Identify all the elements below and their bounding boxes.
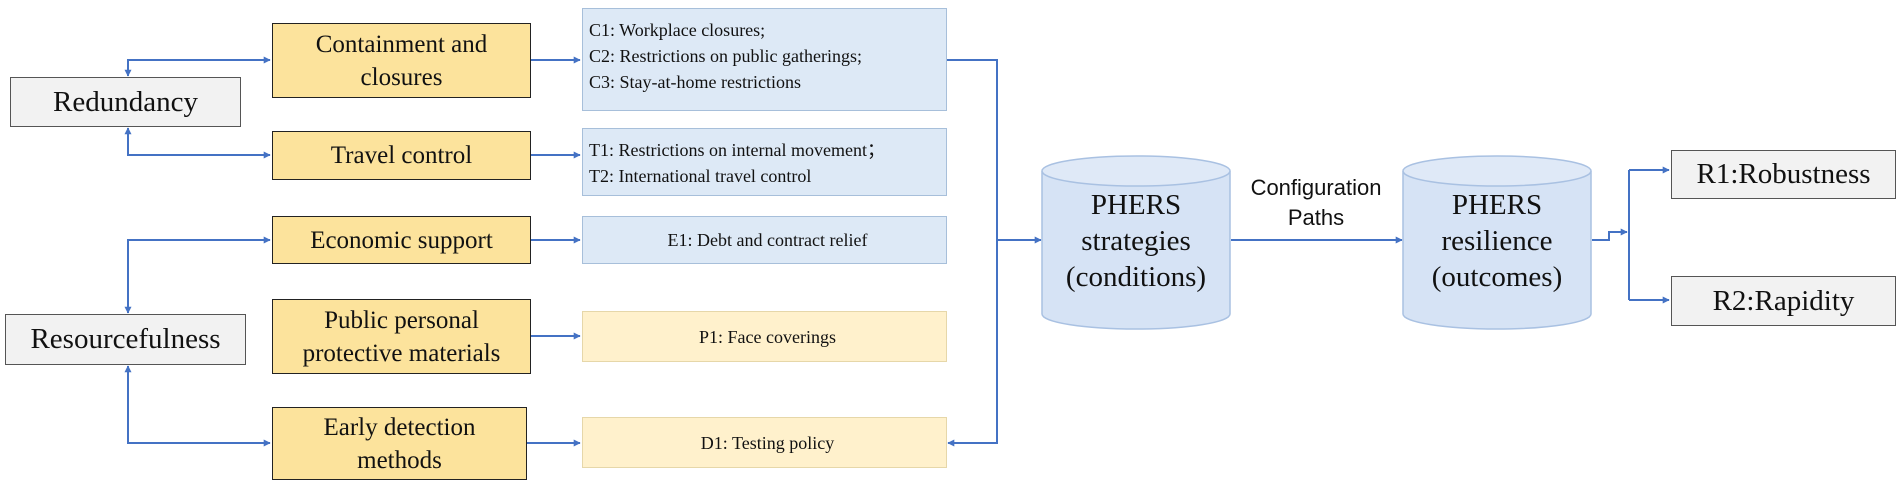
category-travel-control: Travel control bbox=[272, 131, 531, 180]
configuration-paths-line: Paths bbox=[1287, 205, 1345, 230]
configuration-paths-line: Configuration bbox=[1250, 175, 1382, 200]
strategies-label-line: PHERS bbox=[1090, 189, 1182, 221]
category-label-line: Early detection bbox=[323, 413, 476, 441]
resilience-label: PHERS resilience (outcomes) bbox=[1402, 187, 1592, 295]
category-label-line: Travel control bbox=[330, 142, 473, 169]
detail-line: T2: International travel control bbox=[589, 166, 812, 186]
strategies-label: PHERS strategies (conditions) bbox=[1041, 187, 1231, 295]
resilience-cylinder: PHERS resilience (outcomes) bbox=[1402, 155, 1592, 330]
database-cylinder-icon bbox=[1041, 155, 1231, 330]
resourcefulness-box: Resourcefulness bbox=[5, 314, 246, 365]
resilience-label-line: PHERS bbox=[1451, 189, 1543, 221]
detail-containment-indicators: C1: Workplace closures; C2: Restrictions… bbox=[582, 8, 947, 111]
outcome-rapidity-box: R2:Rapidity bbox=[1671, 276, 1896, 326]
redundancy-to-travel-connector bbox=[124, 127, 271, 159]
category-label-line: methods bbox=[357, 446, 442, 474]
detail-line: D1: Testing policy bbox=[700, 432, 835, 453]
resourcefulness-label: Resourcefulness bbox=[30, 323, 221, 355]
detail-line: C1: Workplace closures; bbox=[589, 20, 766, 40]
category-label-line: Economic support bbox=[310, 226, 493, 254]
detail-line: C3: Stay-at-home restrictions bbox=[589, 72, 801, 92]
category-label-line: Containment and bbox=[315, 30, 488, 58]
resourcefulness-to-detection-connector bbox=[124, 365, 271, 447]
category-containment-and-closures: Containment and closures bbox=[272, 23, 531, 98]
outcome-rapidity-label: R2:Rapidity bbox=[1712, 284, 1855, 317]
detail-detection-indicators: D1: Testing policy bbox=[582, 417, 947, 468]
detail-line: C2: Restrictions on public gatherings; bbox=[589, 46, 862, 66]
strategies-label-line: strategies bbox=[1081, 225, 1191, 257]
redundancy-to-containment-connector bbox=[124, 56, 271, 77]
strategies-label-line: (conditions) bbox=[1065, 261, 1207, 293]
detail-line: T1: Restrictions on internal movement； bbox=[589, 140, 885, 160]
resilience-label-line: resilience bbox=[1441, 225, 1553, 257]
redundancy-box: Redundancy bbox=[10, 77, 241, 127]
detail-line: P1: Face coverings bbox=[699, 326, 836, 347]
outcome-robustness-box: R1:Robustness bbox=[1671, 150, 1896, 199]
category-label-line: Public personal bbox=[324, 306, 479, 334]
outcome-robustness-label: R1:Robustness bbox=[1696, 158, 1871, 190]
redundancy-label: Redundancy bbox=[53, 85, 198, 118]
details-bracket-connector bbox=[947, 59, 998, 447]
detail-economic-indicators: E1: Debt and contract relief bbox=[582, 216, 947, 264]
resilience-label-line: (outcomes) bbox=[1431, 261, 1563, 293]
detail-travel-indicators: T1: Restrictions on internal movement； T… bbox=[582, 128, 947, 196]
detail-protective-indicators: P1: Face coverings bbox=[582, 311, 947, 362]
category-early-detection-methods: Early detection methods bbox=[272, 407, 527, 480]
detail-line: E1: Debt and contract relief bbox=[667, 230, 868, 250]
strategies-cylinder: PHERS strategies (conditions) bbox=[1041, 155, 1231, 330]
category-label-line: closures bbox=[360, 63, 443, 91]
category-public-personal-protective-materials: Public personal protective materials bbox=[272, 299, 531, 374]
category-label-line: protective materials bbox=[302, 339, 501, 367]
resourcefulness-to-economic-connector bbox=[124, 236, 271, 314]
database-cylinder-icon bbox=[1402, 155, 1592, 330]
resilience-to-outcomes-connector bbox=[1592, 228, 1628, 241]
configuration-paths-label: Configuration Paths bbox=[1226, 173, 1406, 233]
category-economic-support: Economic support bbox=[272, 216, 531, 264]
